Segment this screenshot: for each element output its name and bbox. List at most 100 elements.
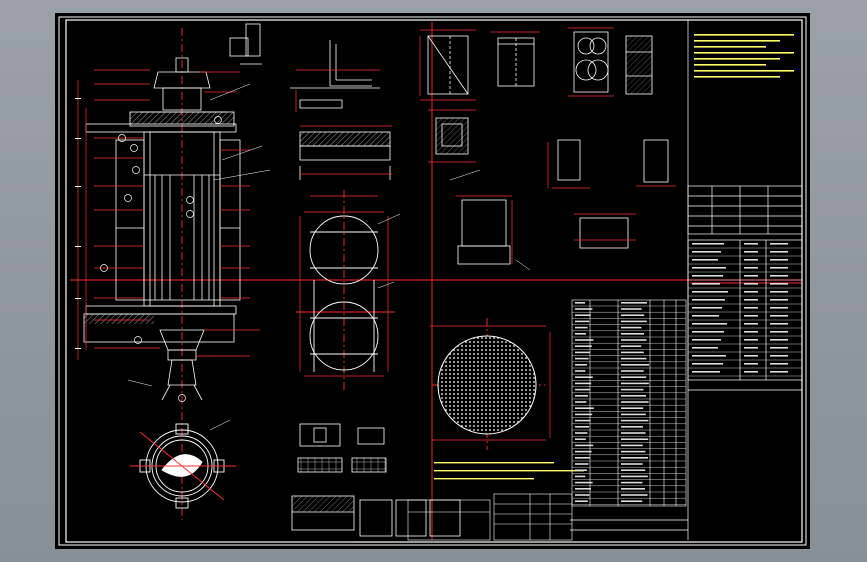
text-stroke: [770, 267, 788, 269]
text-stroke: [575, 475, 586, 478]
text-stroke: [621, 426, 643, 428]
text-stroke: [621, 469, 646, 471]
leader-lines: [127, 83, 531, 431]
text-stroke: [694, 46, 766, 48]
hatch-bottom-detail: [292, 496, 354, 512]
text-stroke: [575, 432, 588, 434]
text-stroke: [744, 259, 758, 261]
text-stroke: [575, 370, 586, 372]
text-stroke: [692, 339, 721, 341]
text-stroke: [770, 315, 788, 317]
hatch-small-detail: [436, 118, 468, 154]
text-stroke: [692, 267, 726, 269]
text-stroke: [575, 339, 594, 341]
text-stroke: [621, 308, 642, 310]
text-stroke: [575, 457, 590, 459]
text-stroke: [770, 339, 788, 341]
text-stroke: [621, 382, 649, 385]
text-stroke: [621, 339, 647, 341]
text-stroke: [621, 364, 649, 366]
text-stroke: [621, 388, 644, 391]
text-stroke: [744, 291, 758, 293]
text-stroke: [621, 432, 646, 434]
text-stroke: [770, 347, 788, 349]
text-stroke: [575, 314, 591, 316]
bottom-notes: [434, 462, 584, 480]
text-stroke: [744, 275, 758, 277]
text-stroke: [744, 339, 758, 341]
text-stroke: [621, 320, 647, 323]
text-stroke: [744, 347, 758, 349]
text-stroke: [621, 357, 647, 360]
text-stroke: [744, 243, 758, 245]
text-stroke: [575, 469, 587, 471]
text-stroke: [575, 395, 588, 397]
text-stroke: [575, 438, 586, 440]
text-stroke: [575, 364, 587, 366]
text-stroke: [621, 444, 643, 447]
text-stroke: [575, 382, 592, 385]
text-stroke: [621, 488, 645, 490]
hatch-plate-detail: [300, 132, 390, 146]
text-stroke: [575, 308, 593, 310]
sheet-border-outer: [58, 16, 807, 546]
text-stroke: [744, 371, 758, 373]
technical-notes: [694, 34, 794, 78]
elevation-dimensions: [77, 69, 260, 360]
text-stroke: [575, 463, 589, 465]
text-stroke: [694, 76, 780, 78]
text-stroke: [694, 58, 780, 60]
text-stroke: [621, 450, 646, 453]
text-stroke: [770, 259, 788, 261]
text-stroke: [575, 351, 591, 354]
text-stroke: [694, 64, 766, 66]
text-stroke: [770, 283, 788, 285]
text-stroke: [744, 355, 758, 357]
text-stroke: [575, 413, 593, 416]
text-stroke: [770, 243, 788, 245]
text-stroke: [621, 463, 643, 465]
text-stroke: [621, 351, 644, 354]
text-stroke: [575, 494, 590, 496]
text-stroke: [692, 315, 719, 317]
text-stroke: [770, 371, 788, 373]
text-stroke: [575, 388, 590, 391]
text-stroke: [744, 307, 758, 309]
text-stroke: [621, 500, 643, 502]
title-block-rows: [688, 243, 802, 377]
text-stroke: [692, 323, 727, 325]
text-stroke: [621, 494, 648, 496]
text-stroke: [621, 370, 644, 372]
text-stroke: [575, 320, 590, 323]
text-stroke: [621, 395, 646, 397]
text-stroke: [692, 291, 728, 293]
text-stroke: [621, 326, 642, 329]
text-stroke: [575, 419, 591, 422]
baffle-plates: [309, 215, 379, 372]
text-stroke: [621, 302, 647, 304]
text-stroke: [575, 333, 586, 335]
text-stroke: [694, 52, 794, 54]
text-stroke: [744, 251, 758, 253]
text-stroke: [575, 376, 593, 378]
perforated-plate-dims: [430, 325, 551, 441]
text-stroke: [770, 363, 788, 365]
text-stroke: [575, 444, 594, 447]
top-detail-dimensions: [295, 27, 676, 264]
text-stroke: [692, 363, 723, 365]
elevation-balloons: [100, 116, 222, 402]
text-stroke: [621, 401, 649, 403]
text-stroke: [692, 331, 724, 333]
text-stroke: [744, 323, 758, 325]
elevation-dim-ticks: [75, 98, 81, 349]
text-stroke: [692, 283, 720, 285]
text-stroke: [744, 299, 758, 301]
text-stroke: [575, 302, 585, 304]
text-stroke: [621, 333, 644, 335]
text-stroke: [770, 355, 788, 357]
text-stroke: [575, 481, 593, 484]
text-stroke: [692, 355, 726, 357]
text-stroke: [621, 481, 643, 484]
